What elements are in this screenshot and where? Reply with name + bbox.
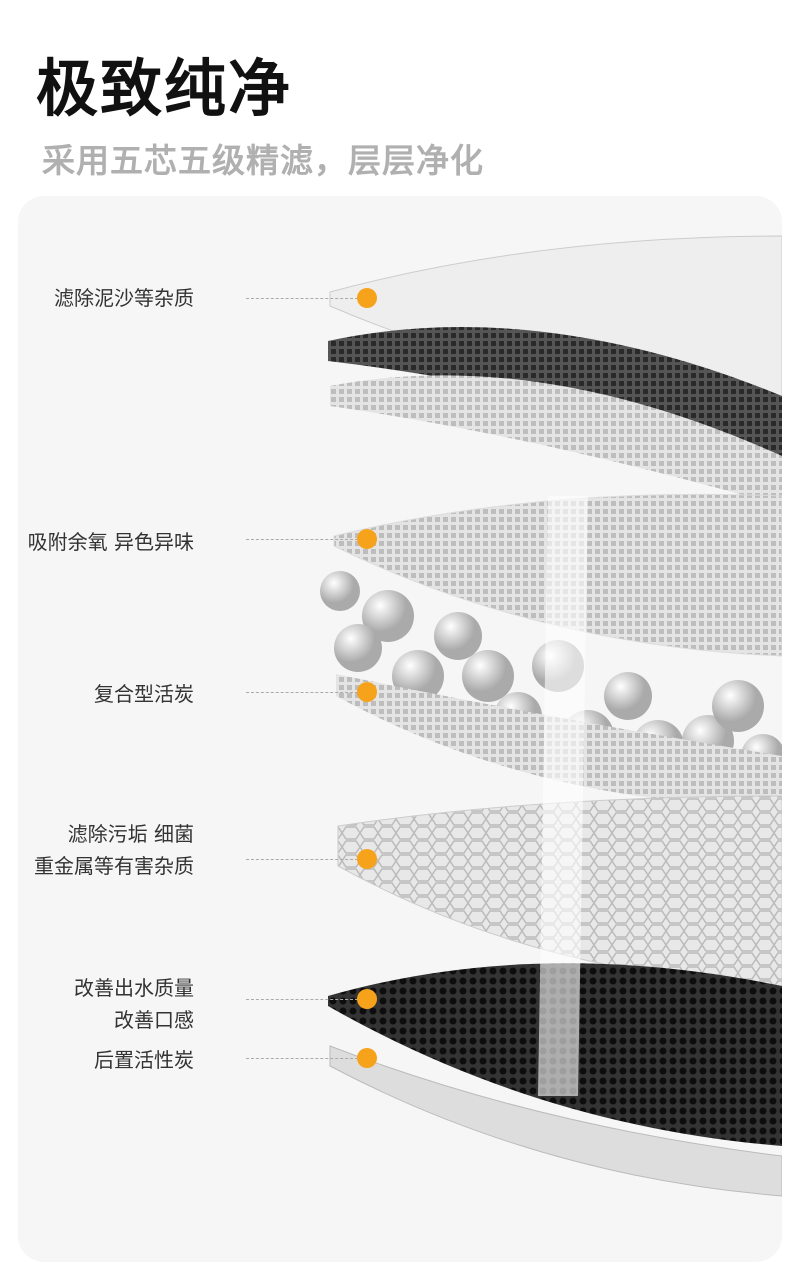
layer-5-leader (246, 999, 358, 1000)
layer-3-leader (246, 692, 358, 693)
filter-stack-graphic (320, 235, 782, 1197)
filter-layers-illustration: 滤除泥沙等杂质 吸附余氧 异色异味 复合型活炭 滤除污垢 细菌 重金属等有害杂质… (18, 196, 782, 1262)
layer-5-label-line1: 改善出水质量 (74, 976, 194, 1000)
layer-6-leader (246, 1058, 358, 1059)
layer-3-label: 复合型活炭 (94, 682, 194, 706)
layer-1-label: 滤除泥沙等杂质 (54, 286, 194, 310)
layer-5-marker (357, 989, 377, 1009)
layer-1-leader (246, 298, 358, 299)
layer-2-label: 吸附余氧 异色异味 (27, 530, 194, 554)
page-subtitle: 采用五芯五级精滤，层层净化 (42, 141, 484, 180)
layer-4-marker (357, 849, 377, 869)
layer-2-leader (246, 539, 358, 540)
layer-4-label-line2: 重金属等有害杂质 (34, 854, 194, 878)
page-title: 极致纯净 (36, 52, 293, 125)
layer-6-label: 后置活性炭 (94, 1048, 194, 1072)
layer-3-marker (357, 682, 377, 702)
layer-1-marker (357, 288, 377, 308)
layer-6-marker (357, 1048, 377, 1068)
layer-2-marker (357, 529, 377, 549)
layer-4-leader (246, 859, 358, 860)
layer-4-label-line1: 滤除污垢 细菌 (67, 822, 194, 846)
layer-5-label-line2: 改善口感 (114, 1008, 194, 1032)
